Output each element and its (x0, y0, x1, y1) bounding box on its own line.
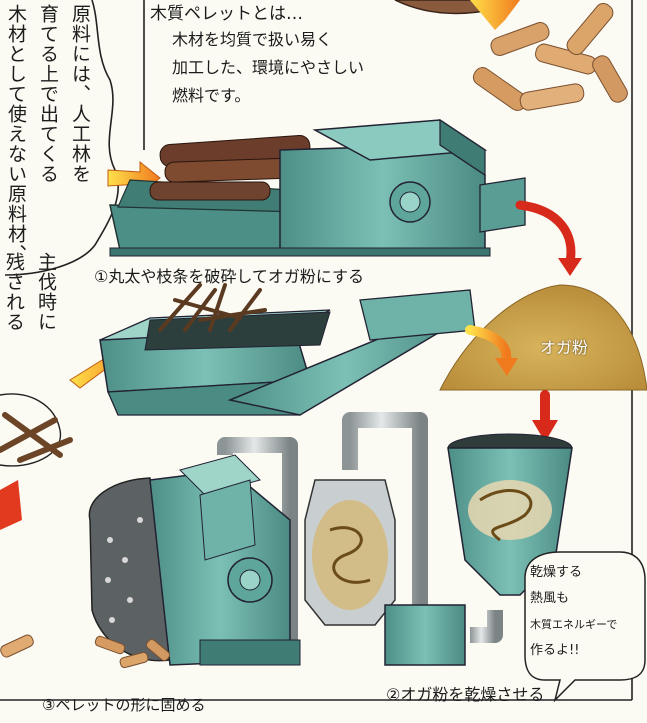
intro-title: 木質ペレットとは… (150, 4, 303, 24)
left-bubble-col-3: 木材として使えない原料材、 (5, 4, 27, 264)
left-edge-col-1: 主伐時に (35, 252, 57, 332)
step-2-label: ②オガ粉を乾燥させる (386, 685, 545, 704)
arrow-to-sawdust (515, 200, 576, 267)
cyclone-dryer (304, 479, 396, 626)
intro-line-2: 加工した、環境にやさしい (172, 58, 365, 77)
dryer-base (384, 604, 466, 666)
dry-note-line-1: 乾燥する (530, 565, 583, 580)
dry-note: 乾燥する 熱風も 木質エネルギーで 作るよ!! (530, 560, 646, 664)
sawdust-label: オガ粉 (540, 338, 589, 357)
branch-pile-left (0, 412, 73, 463)
note-balloon (524, 551, 646, 703)
pellets-output (0, 634, 171, 669)
pellet-pile-top (472, 3, 628, 111)
branches (158, 283, 267, 332)
dry-note-line-2: 熱風も (530, 591, 570, 606)
step-3-label: ③ペレットの形に固める (42, 696, 206, 714)
crusher-machine (109, 118, 526, 257)
dry-note-line-4: 作るよ!! (530, 643, 580, 658)
arrow-to-pellets (470, 0, 520, 30)
red-mark-left (0, 480, 22, 530)
left-bubble-col-1: 原料には、人工林を (69, 4, 91, 184)
step-1-label: ①丸太や枝条を破砕してオガ粉にする (94, 267, 365, 286)
pellet-mill (88, 454, 301, 666)
left-bubble-col-2: 育てる上で出てくる (37, 4, 59, 184)
intro-line-3: 燃料です。 (172, 86, 251, 105)
hopper-conveyor (99, 289, 476, 416)
intro-block: 木質ペレットとは… 木材を均質で扱い易く 加工した、環境にやさしい 燃料です。 (150, 2, 430, 110)
intro-line-1: 木材を均質で扱い易く (172, 30, 333, 49)
left-edge-bubble-outline (0, 393, 62, 467)
dry-note-line-3: 木質エネルギーで (530, 618, 618, 631)
left-edge-col-2: 残される (3, 252, 25, 332)
sawdust-pile (439, 284, 647, 391)
